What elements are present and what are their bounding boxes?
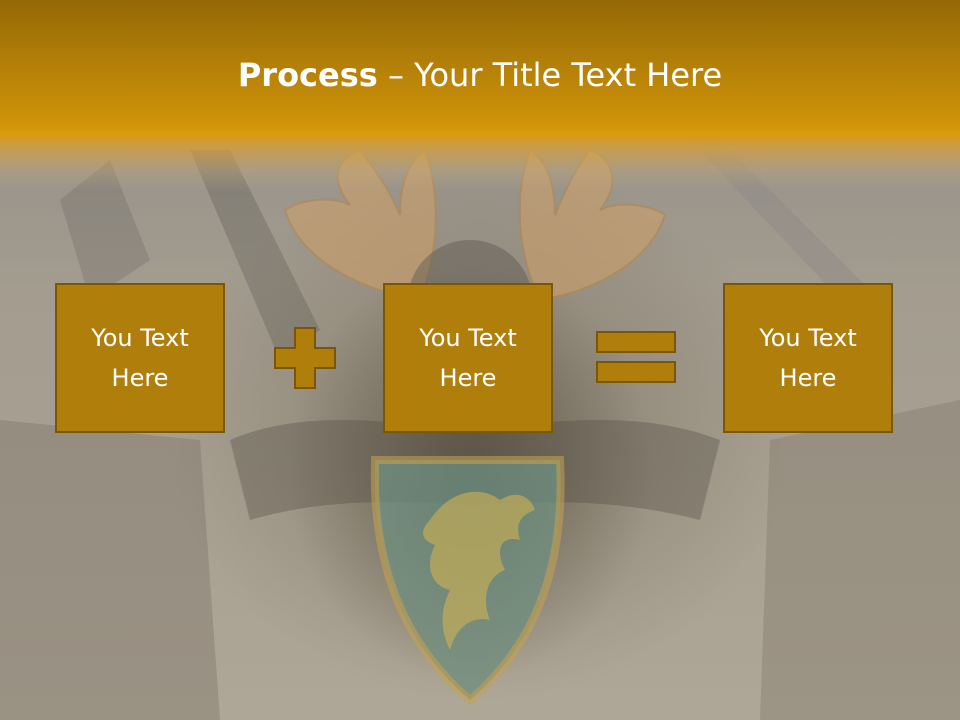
process-box-1-text: You Text Here <box>91 324 189 392</box>
plus-icon <box>274 327 336 389</box>
process-box-1[interactable]: You Text Here <box>55 283 225 433</box>
title-bold: Process <box>237 56 378 94</box>
title-rest: – Your Title Text Here <box>377 56 723 94</box>
process-box-3[interactable]: You Text Here <box>723 283 893 433</box>
title-bar <box>0 0 960 190</box>
equals-icon <box>596 331 676 383</box>
process-box-2[interactable]: You Text Here <box>383 283 553 433</box>
slide-title: Process – Your Title Text Here <box>0 54 960 96</box>
process-box-3-text: You Text Here <box>759 324 857 392</box>
process-box-2-text: You Text Here <box>419 324 517 392</box>
